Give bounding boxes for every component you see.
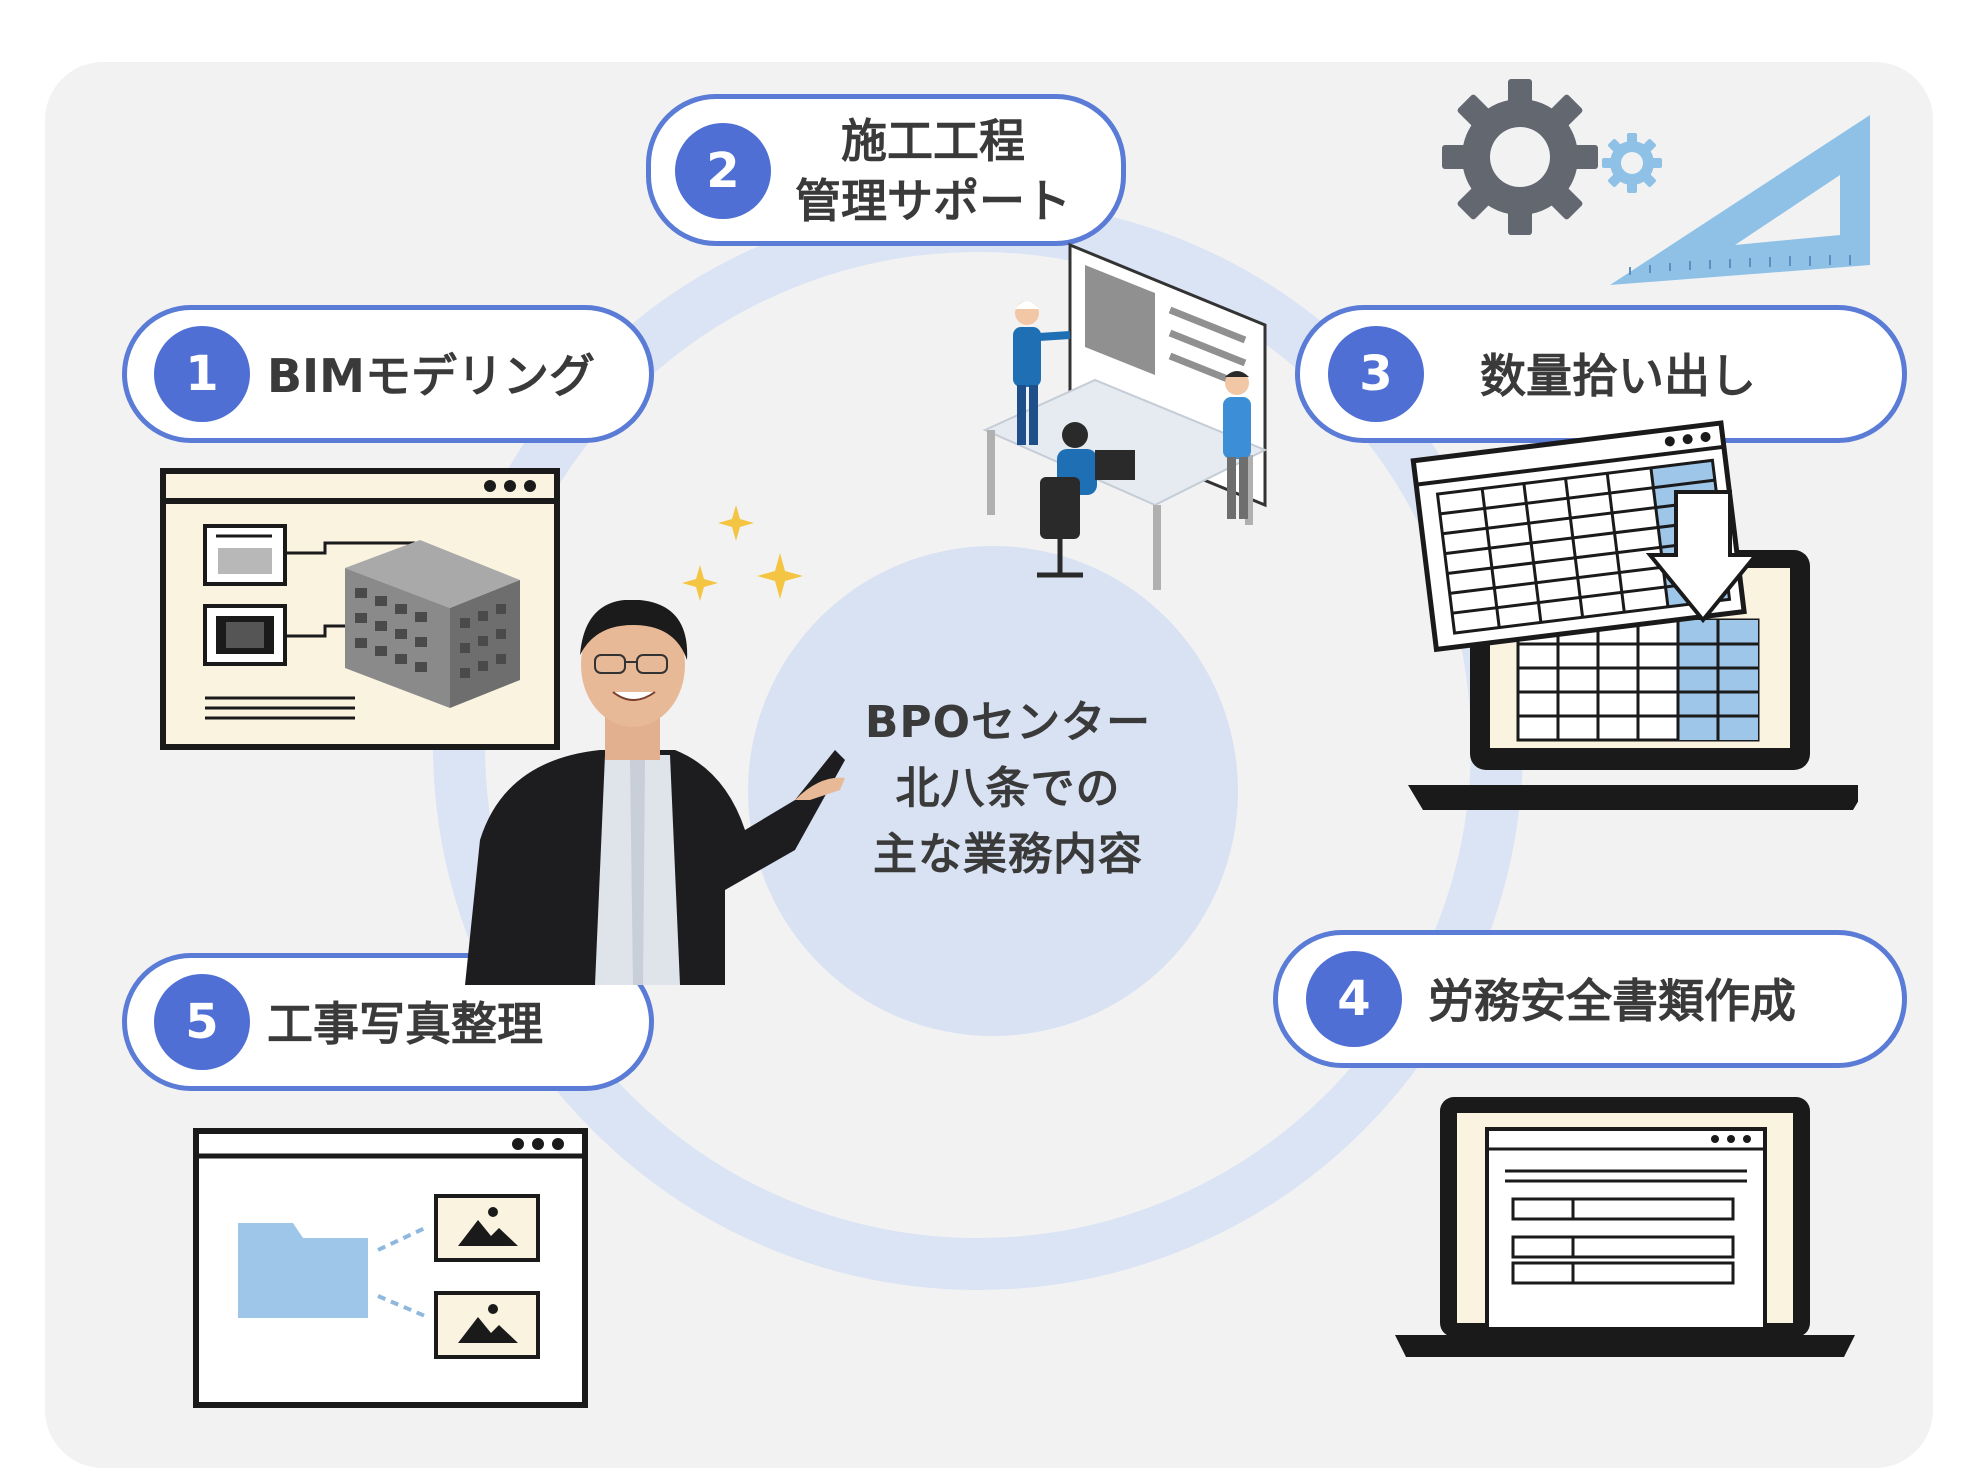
- item-4-pill: 4 労務安全書類作成: [1273, 930, 1907, 1068]
- form-window: [1485, 1127, 1767, 1331]
- folder-icon: [238, 1223, 368, 1318]
- triangle-ruler-icon: [1610, 115, 1870, 285]
- item-1-label: BIMモデリング: [267, 349, 595, 403]
- bim-window-illustration: [160, 468, 560, 750]
- center-line-1: BPOセンター: [864, 697, 1152, 748]
- item-4-label: 労務安全書類作成: [1428, 974, 1796, 1028]
- sparkle-icon: [757, 553, 803, 599]
- image-icon: [434, 1291, 540, 1359]
- item-1-pill: 1 BIMモデリング: [122, 305, 654, 443]
- presenter-photo: [465, 600, 845, 985]
- small-gear-icon: [1602, 133, 1662, 193]
- office-team-illustration: [982, 242, 1268, 590]
- item-3-label: 数量拾い出し: [1480, 349, 1756, 403]
- building-icon: [345, 540, 520, 708]
- item-3-number-badge: 3: [1328, 326, 1424, 422]
- quantity-spreadsheet-illustration: [1408, 420, 1858, 810]
- center-title: BPOセンター 北八条での 主な業務内容: [748, 690, 1268, 888]
- person-standing-left: [1013, 301, 1071, 445]
- gear-and-ruler-decoration: [1442, 79, 1870, 285]
- laptop-spreadsheet: [1516, 618, 1760, 742]
- center-line-3: 主な業務内容: [873, 829, 1143, 880]
- image-icon: [434, 1194, 540, 1262]
- center-line-2: 北八条での: [895, 763, 1121, 814]
- sparkle-icon: [682, 565, 718, 601]
- item-2-label: 施工工程 管理サポート: [763, 111, 1103, 231]
- item-1-number-badge: 1: [154, 326, 250, 422]
- person-standing-right: [1223, 371, 1251, 519]
- item-3-pill: 3 数量拾い出し: [1295, 305, 1907, 443]
- sparkle-icon: [718, 505, 754, 541]
- item-5-number-badge: 5: [154, 974, 250, 1070]
- down-arrow-icon: [1645, 490, 1761, 624]
- gear-icon: [1442, 79, 1598, 235]
- item-2-pill: 2 施工工程 管理サポート: [646, 94, 1126, 246]
- safety-documents-illustration: [1395, 1097, 1855, 1357]
- person-seated: [1037, 422, 1097, 578]
- item-2-label-line-2: 管理サポート: [795, 174, 1071, 228]
- item-5-label: 工事写真整理: [267, 997, 543, 1051]
- sparkle-decoration: [682, 505, 803, 601]
- item-5-pill: 5 工事写真整理: [122, 953, 654, 1091]
- item-2-label-line-1: 施工工程: [841, 114, 1025, 168]
- item-4-number-badge: 4: [1306, 951, 1402, 1047]
- item-2-number-badge: 2: [675, 123, 771, 219]
- photo-organizing-illustration: [193, 1128, 588, 1408]
